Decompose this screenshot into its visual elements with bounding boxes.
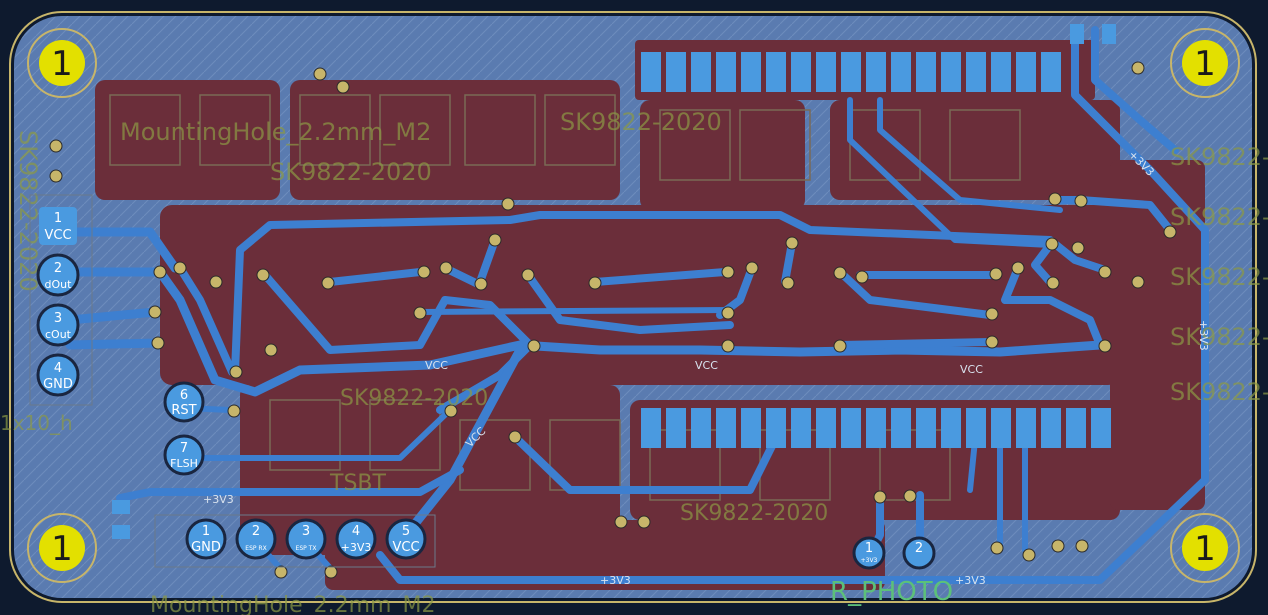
pin-number: 7 [180, 441, 188, 456]
pin-name: RST [171, 403, 196, 418]
bottom-header-pads [641, 408, 1111, 448]
mounting-hole-tr: 1 [1170, 28, 1240, 98]
photo-pad-2: 2 [902, 536, 936, 570]
pin-name: GND [43, 377, 73, 392]
silk-led-ref-7: SK9822-2020 [1170, 323, 1268, 351]
bottom-connector: 1 GND 2 ESP RX 3 ESP TX 4 +3V3 5 VCC [154, 514, 436, 568]
capacitor-pads [112, 24, 1116, 539]
left-pin-1: 1 VCC [39, 207, 77, 245]
pin-number: 2 [252, 524, 260, 539]
pin-name: ESP RX [245, 545, 266, 552]
net-label-vcc-2: VCC [695, 359, 718, 372]
silk-led-ref-10: SK9822-2020 [680, 501, 828, 526]
mounting-hole-tl: 1 [27, 28, 97, 98]
pin-name: cOut [45, 328, 72, 341]
silk-led-ref-6: SK9822-2020 [1170, 263, 1268, 291]
top-header-pads [641, 52, 1061, 92]
photo-pad-1: 1 +3V3 [852, 536, 886, 570]
prog-pad-flsh: 7 FLSH [163, 434, 205, 476]
pin-name: dOut [45, 278, 73, 291]
pin-number: 1 [865, 541, 873, 556]
pin-name: GND [191, 540, 221, 555]
pin-number: 4 [54, 361, 62, 376]
bottom-pin-5: 5 VCC [385, 518, 427, 560]
mounting-hole-br: 1 [1170, 513, 1240, 583]
silk-led-ref-8: SK9822-2020 [1170, 378, 1268, 406]
left-pin-4: 4 GND [36, 353, 80, 397]
pin-number: 5 [402, 524, 410, 539]
silk-photo-ref: R_PHOTO [830, 577, 953, 607]
bottom-pin-3: 3 ESP TX [285, 518, 327, 560]
pin-number: 3 [302, 524, 310, 539]
bottom-pin-2: 2 ESP RX [235, 518, 277, 560]
net-label-3v3-2: +3V3 [600, 574, 631, 587]
bottom-pin-4: 4 +3V3 [335, 518, 377, 560]
pin-name: VCC [44, 228, 71, 243]
hole-number: 1 [51, 529, 73, 569]
silk-led-ref-3: SK9822-2020 [270, 158, 432, 186]
clearance-regions [95, 40, 1205, 590]
net-label-3v3-5: +3V3 [1197, 320, 1210, 351]
pin-number: 2 [54, 261, 62, 276]
silk-led-ref-4: SK9822-2020 [1170, 143, 1268, 171]
prog-pad-rst: 6 RST [163, 381, 205, 423]
pin-name: VCC [392, 540, 419, 555]
pin-name: +3V3 [341, 541, 372, 554]
silk-header-ref: TSBT [329, 471, 386, 496]
pin-number: 6 [180, 388, 188, 403]
hole-number: 1 [51, 44, 73, 84]
left-connector: 1 VCC 2 dOut 3 cOut 4 GND [29, 194, 93, 406]
pin-number: 1 [54, 211, 62, 226]
net-label-vcc-1: VCC [425, 359, 448, 372]
silk-mount-ref-bottom: MountingHole_2.2mm_M2 [150, 593, 435, 615]
pin-name: +3V3 [861, 557, 878, 564]
left-pin-2: 2 dOut [36, 253, 80, 297]
silk-led-ref-2: SK9822-2020 [560, 108, 722, 136]
silk-mount-ref-top: MountingHole_2.2mm_M2 [120, 118, 431, 146]
tracks [65, 26, 1209, 584]
pin-number: 3 [54, 311, 62, 326]
pin-name: ESP TX [296, 545, 317, 552]
hole-number: 1 [1194, 44, 1216, 84]
silk-led-ref-5: SK9822-2020 [1170, 203, 1268, 231]
pin-name: FLSH [170, 457, 198, 470]
left-pin-3: 3 cOut [36, 303, 80, 347]
pin-number: 4 [352, 524, 360, 539]
hole-number: 1 [1194, 529, 1216, 569]
net-label-3v3-3: +3V3 [955, 574, 986, 587]
mounting-hole-bl: 1 [27, 513, 97, 583]
vias [49, 61, 1177, 579]
silk-led-ref-9: SK9822-2020 [340, 386, 488, 411]
bottom-pin-1: 1 GND [185, 518, 227, 560]
silkscreen: SK9822-2020 MountingHole_2.2mm_M2 SK9822… [0, 108, 1268, 615]
silk-pinheader-ref: 1x10_h [0, 411, 73, 435]
silk-led-ref: SK9822-2020 [14, 130, 42, 292]
pin-number: 1 [202, 524, 210, 539]
pin-number: 2 [915, 541, 923, 556]
net-label-vcc-3: VCC [960, 363, 983, 376]
net-label-3v3-1: +3V3 [203, 493, 234, 506]
